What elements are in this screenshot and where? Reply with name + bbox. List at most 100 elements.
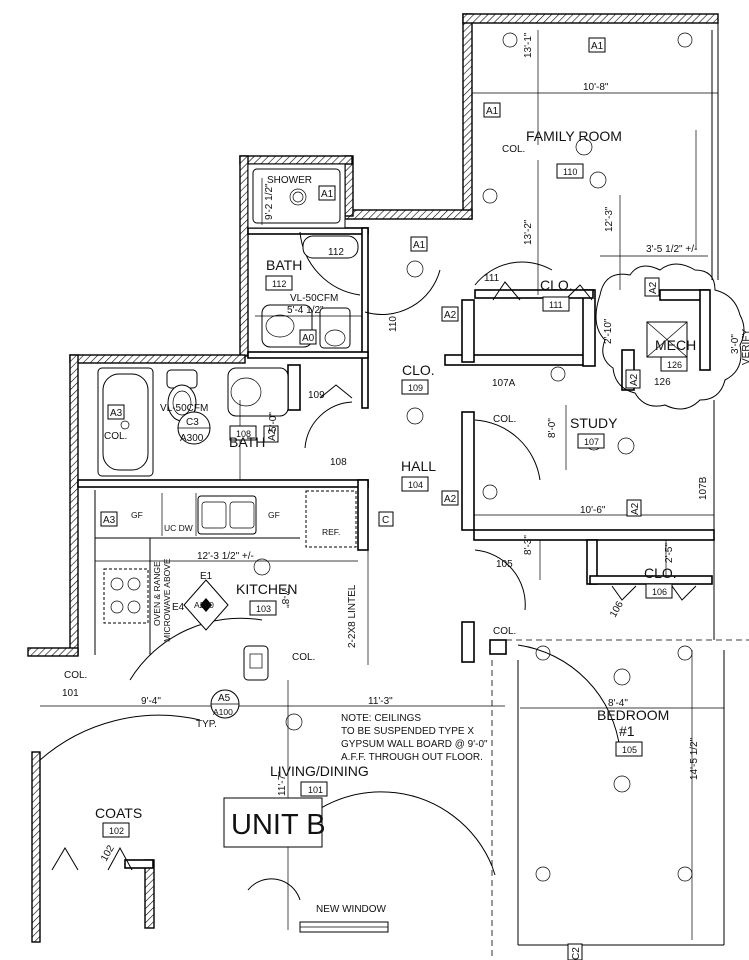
dim-11-7: 11'-7" <box>277 771 288 796</box>
mech-number: 126 <box>667 360 682 370</box>
oven-label-2: MICROWAVE ABOVE <box>162 558 172 642</box>
dim-9-4: 9'-4" <box>141 696 161 707</box>
oven-label-1: OVEN & RANGE <box>152 561 162 626</box>
dim-9-2: 9'-2 1/2" <box>264 183 275 220</box>
coats-number: 102 <box>109 826 124 836</box>
kitchen-number: 103 <box>256 604 271 614</box>
vl50-upper-label: VL-50CFM <box>290 293 338 304</box>
gf-label-2: GF <box>268 510 280 520</box>
gf-label-1: GF <box>131 510 143 520</box>
new-window <box>299 921 389 933</box>
tag-a2-1: A2 <box>444 310 457 321</box>
dim-110: 110 <box>388 316 399 332</box>
col-label-4: COL. <box>292 652 315 663</box>
clo-lower-number: 106 <box>652 587 667 597</box>
coats-name: COATS <box>95 805 142 821</box>
tag-a5-top: A5 <box>218 693 231 704</box>
living-name: LIVING/DINING <box>270 763 369 779</box>
col-label-5: COL. <box>64 670 87 681</box>
dim-8-0: 8'-0" <box>547 418 558 438</box>
interior-walls <box>77 227 715 869</box>
tag-a1-1: A1 <box>591 41 604 52</box>
shower-name: SHOWER <box>267 175 312 186</box>
note-line-3: GYPSUM WALL BOARD @ 9'-0" <box>341 739 488 750</box>
tag-c3-top: C3 <box>186 417 199 428</box>
dimension-lines <box>40 30 724 940</box>
tag-boxes <box>100 37 660 960</box>
dim-verify: VERIFY <box>741 329 749 365</box>
tag-a3-2: A3 <box>103 515 116 526</box>
typ-label: TYP. <box>196 719 217 730</box>
kitchen-name: KITCHEN <box>236 581 297 597</box>
tag-a2-2: A2 <box>648 281 659 294</box>
clo-lower-door: 106 <box>608 599 626 619</box>
tag-a2-6: A2 <box>630 502 641 515</box>
tag-c3-bottom: A300 <box>180 433 204 444</box>
tag-a1-2: A1 <box>486 106 499 117</box>
unit-label: UNIT B <box>231 809 326 841</box>
tag-c2: C2 <box>571 947 582 960</box>
dim-12-3: 12'-3" <box>604 206 615 232</box>
right-edge-lines <box>491 14 749 960</box>
col-label-6: COL. <box>104 431 127 442</box>
vl50-lower-label: VL-50CFM <box>160 403 208 414</box>
general-note: NOTE: CEILINGS TO BE SUSPENDED TYPE X GY… <box>341 713 488 763</box>
tag-a2-5: A2 <box>444 494 457 505</box>
tag-e4: E4 <box>172 602 185 613</box>
bath-lower-name: BATH <box>229 434 265 450</box>
study-door-b: 107B <box>698 476 709 500</box>
bath-lower-door: 108 <box>330 457 347 468</box>
dim-8-4: 8'-4" <box>608 698 628 709</box>
family-room-number: 110 <box>563 167 577 177</box>
clo-mid-name: CLO. <box>402 362 435 378</box>
room-number-boxes <box>102 163 688 838</box>
dim-3-5: 3'-5 1/2" +/- <box>646 244 697 255</box>
new-window-label: NEW WINDOW <box>316 904 387 915</box>
dim-12-3-half: 12'-3 1/2" +/- <box>197 551 254 562</box>
mech-revision-cloud <box>595 263 745 410</box>
exterior-walls <box>27 13 719 943</box>
lintel-label: 2-2X8 LINTEL <box>347 584 358 648</box>
dim-8-3: 8'-3" <box>523 535 534 555</box>
note-line-2: TO BE SUSPENDED TYPE X <box>341 726 474 737</box>
dim-10-6: 10'-6" <box>580 505 606 516</box>
clo-lower-name: CLO. <box>644 565 677 581</box>
clo-mid-door: 109 <box>308 390 325 401</box>
bath-upper-number: 112 <box>272 279 286 289</box>
door-swings <box>39 231 621 901</box>
clo-upper-name: CLO. <box>540 277 573 293</box>
study-number: 107 <box>584 437 599 447</box>
dim-2-10: 2'-10" <box>603 318 614 344</box>
bedroom-name-2: #1 <box>619 723 635 739</box>
mech-door: 126 <box>654 377 671 388</box>
tag-a0: A0 <box>302 333 315 344</box>
dim-10-8: 10'-8" <box>583 82 609 93</box>
hall-number: 104 <box>408 480 423 490</box>
dim-13-1: 13'-1" <box>523 32 534 58</box>
counters <box>94 490 300 655</box>
tag-a5-bottom: A100 <box>213 707 233 717</box>
dim-13-2: 13'-2" <box>523 219 534 245</box>
dim-2-5: 2'-5" <box>664 543 675 563</box>
dim-14-5: 14'-5 1/2" <box>689 737 700 780</box>
tag-a1-3: A1 <box>321 189 334 200</box>
mech-unit <box>646 321 688 358</box>
study-name: STUDY <box>570 415 618 431</box>
tag-a2-4: A2 <box>267 428 278 441</box>
clo-upper-number: 111 <box>549 300 563 310</box>
tag-c: C <box>382 515 389 526</box>
col-label-3: COL. <box>493 626 516 637</box>
living-door: 101 <box>62 688 79 699</box>
dim-5-0: 5'-0" <box>268 412 279 432</box>
hall-name: HALL <box>401 458 436 474</box>
tag-a3-1: A3 <box>110 408 123 419</box>
bath-lower-number: 108 <box>236 429 251 439</box>
living-number: 101 <box>308 785 323 795</box>
bath-upper-name: BATH <box>266 257 302 273</box>
uc-dw-label: UC DW <box>164 523 193 533</box>
tag-a200: A200 <box>194 600 214 610</box>
coats-door: 102 <box>99 843 117 863</box>
bath-upper-door: 112 <box>328 247 344 258</box>
clo-mid-number: 109 <box>408 383 423 393</box>
